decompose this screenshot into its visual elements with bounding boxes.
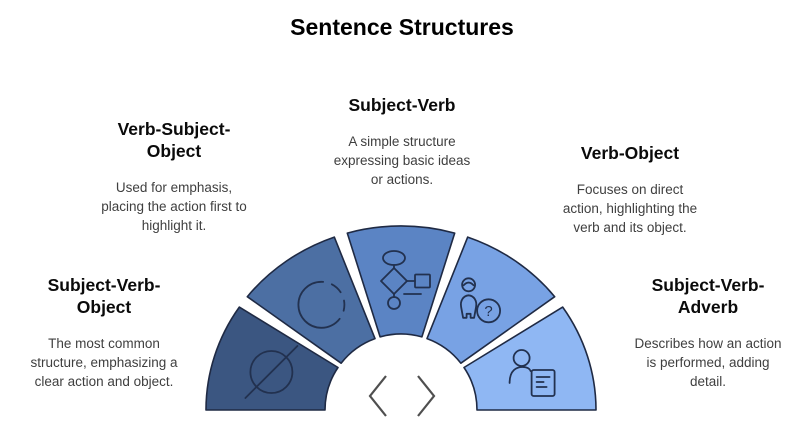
segment-text-subject-verb-object: Subject-Verb- Object The most common str… xyxy=(0,274,214,391)
chevron-left-icon[interactable] xyxy=(368,375,387,417)
dashed-circle-icon xyxy=(297,280,346,329)
person-question-icon: ? xyxy=(460,277,502,324)
segment-description-subject-verb: A simple structure expressing basic idea… xyxy=(333,134,471,187)
page-title: Sentence Structures xyxy=(290,14,514,40)
flowchart-icon xyxy=(380,250,431,310)
segment-label-subject-verb-object: Subject-Verb- Object xyxy=(47,275,161,317)
segment-text-verb-subject-object: Verb-Subject- Object Used for emphasis, … xyxy=(64,118,284,235)
segment-wedge-subject-verb-object[interactable] xyxy=(205,306,339,411)
segment-text-subject-verb-adverb: Subject-Verb- Adverb Describes how an ac… xyxy=(598,274,804,391)
segment-description-verb-subject-object: Used for emphasis, placing the action fi… xyxy=(101,180,247,233)
segment-text-verb-object: Verb-Object Focuses on direct action, hi… xyxy=(520,142,740,237)
segment-label-verb-subject-object: Verb-Subject- Object xyxy=(117,119,231,161)
segment-label-verb-object: Verb-Object xyxy=(580,143,680,163)
segment-wedge-verb-subject-object[interactable] xyxy=(246,236,376,364)
segment-label-subject-verb: Subject-Verb xyxy=(348,95,456,115)
segment-description-verb-object: Focuses on direct action, highlighting t… xyxy=(562,182,698,235)
segment-description-subject-verb-object: The most common structure, emphasizing a… xyxy=(30,336,178,389)
circle-slash-icon xyxy=(244,345,299,399)
segment-label-subject-verb-adverb: Subject-Verb- Adverb xyxy=(651,275,765,317)
person-document-icon xyxy=(508,349,556,397)
segment-text-subject-verb: Subject-Verb A simple structure expressi… xyxy=(292,94,512,189)
segment-wedge-subject-verb[interactable] xyxy=(346,225,456,338)
chevron-right-icon[interactable] xyxy=(417,375,436,417)
svg-text:?: ? xyxy=(484,303,492,320)
segment-description-subject-verb-adverb: Describes how an action is performed, ad… xyxy=(634,336,782,389)
